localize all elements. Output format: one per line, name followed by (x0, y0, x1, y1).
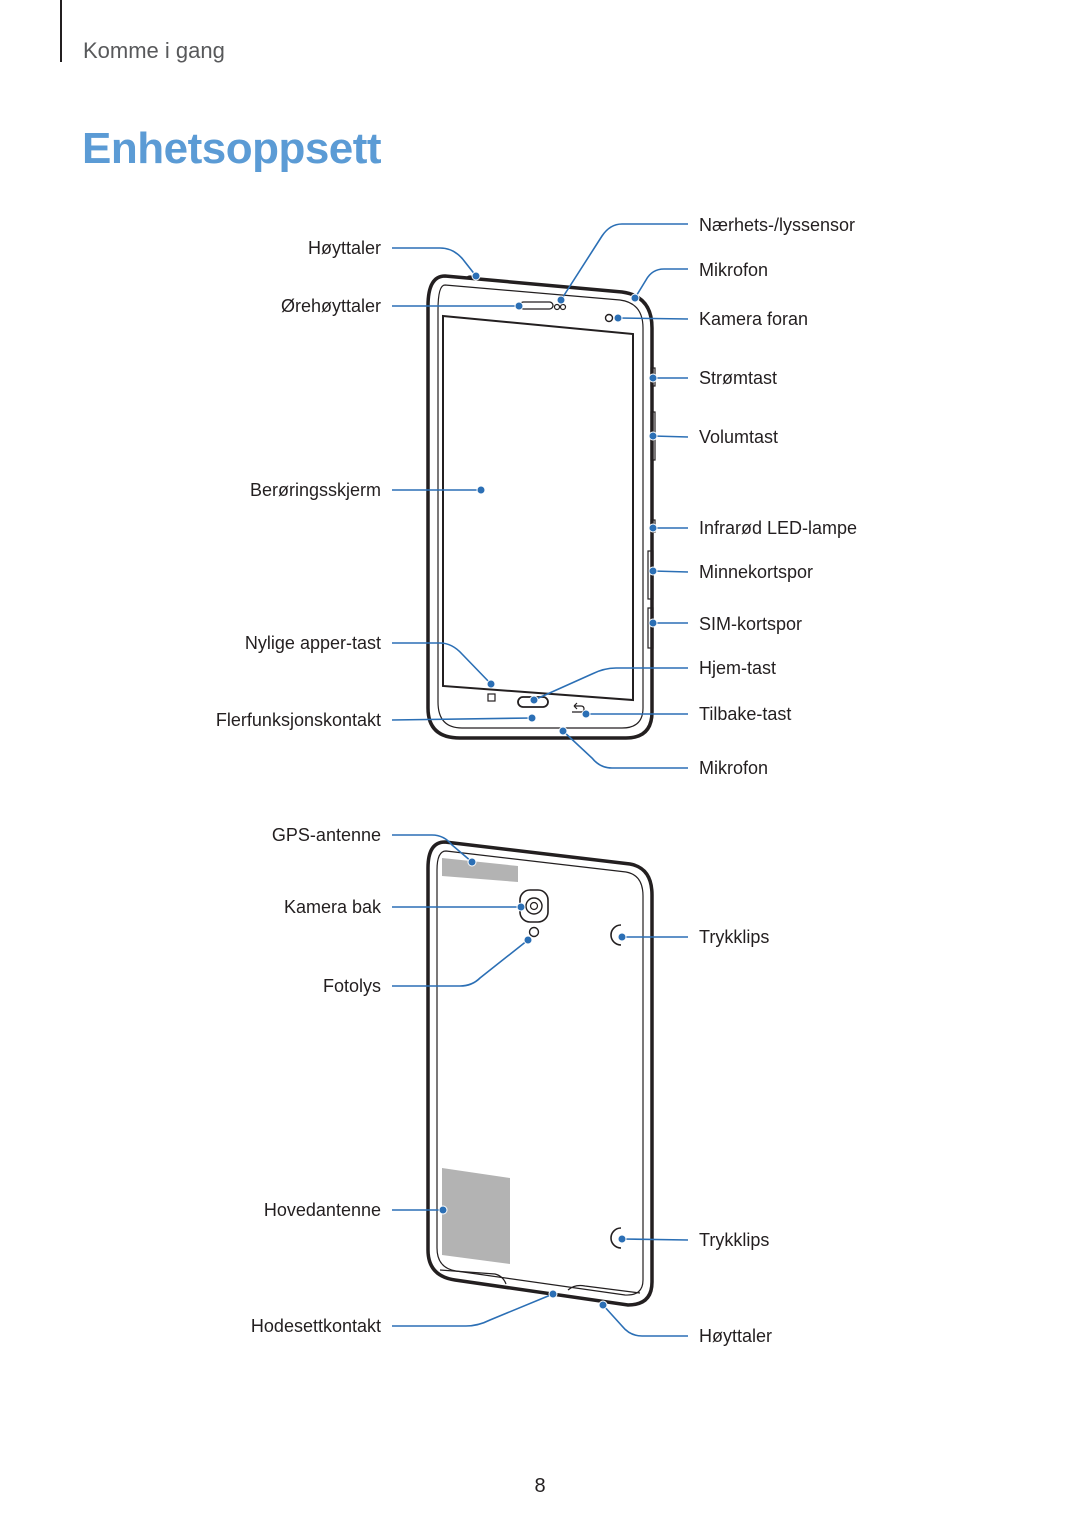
dot-mic-bottom (558, 726, 568, 736)
label-gps: GPS-antenne (271, 825, 381, 845)
label-rear-camera: Kamera bak (283, 897, 381, 917)
label-memory-slot: Minnekortspor (699, 562, 814, 582)
label-front-camera: Kamera foran (699, 309, 809, 329)
touchscreen (442, 314, 634, 702)
dot-speaker-bottom (598, 1300, 608, 1310)
dot-power-key (648, 373, 658, 383)
dot-recent-key (486, 679, 496, 689)
dot-touchscreen (476, 485, 486, 495)
label-earpiece: Ørehøyttaler (280, 296, 381, 316)
dot-proximity-sensor (556, 295, 566, 305)
label-power-key: Strømtast (699, 368, 778, 388)
back-key-shape (572, 702, 585, 713)
dot-earpiece (514, 301, 524, 311)
section-title: Komme i gang (83, 38, 225, 63)
dot-clip-top (617, 932, 627, 942)
label-clip-top: Trykklips (699, 927, 770, 947)
dot-volume-key (648, 431, 658, 441)
label-headset-jack: Hodesettkontakt (250, 1316, 381, 1336)
label-speaker-bottom: Høyttaler (699, 1326, 773, 1346)
label-back-key: Tilbake-tast (699, 704, 792, 724)
dot-speaker-top (471, 271, 481, 281)
dot-main-antenna (438, 1205, 448, 1215)
label-proximity-sensor: Nærhets-/lyssensor (699, 215, 856, 235)
callout-lines (391, 223, 689, 1337)
clip-bottom-shape (610, 1227, 622, 1249)
dot-front-camera (613, 313, 623, 323)
gps-antenna-area (442, 858, 518, 882)
sim-slot-shape (647, 607, 654, 649)
page-title: Enhetsoppsett (82, 124, 382, 173)
clip-top-shape (610, 924, 622, 946)
flash-ring (528, 926, 540, 938)
label-touchscreen: Berøringsskjerm (249, 480, 381, 500)
header-rule (60, 0, 62, 62)
label-flash: Fotolys (322, 976, 381, 996)
label-main-antenna: Hovedantenne (263, 1200, 381, 1220)
dot-headset-jack (548, 1289, 558, 1299)
dot-sim-slot (648, 618, 658, 628)
label-speaker-top: Høyttaler (307, 238, 381, 258)
label-clip-bottom: Trykklips (699, 1230, 770, 1250)
dot-gps (467, 857, 477, 867)
label-sim-slot: SIM-kortspor (699, 614, 803, 634)
label-recent-key: Nylige apper-tast (244, 633, 381, 653)
label-home-key: Hjem-tast (699, 658, 777, 678)
front-device (426, 274, 656, 740)
label-volume-key: Volumtast (699, 427, 779, 447)
page-number: 8 (534, 1475, 546, 1497)
dot-back-key (581, 709, 591, 719)
dot-flash (523, 935, 533, 945)
back-device (426, 840, 654, 1307)
dot-clip-bottom (617, 1234, 627, 1244)
label-mic-top: Mikrofon (699, 260, 769, 280)
earpiece-slot (519, 301, 554, 310)
label-multipurpose-jack: Flerfunksjonskontakt (215, 710, 381, 730)
dot-ir-led (648, 523, 658, 533)
dot-home-key (529, 695, 539, 705)
main-antenna-area (442, 1168, 510, 1264)
dot-memory-slot (648, 566, 658, 576)
dot-multipurpose-jack (527, 713, 537, 723)
label-mic-bottom: Mikrofon (699, 758, 769, 778)
front-camera-lens (604, 313, 614, 323)
label-ir-led: Infrarød LED-lampe (699, 518, 858, 538)
dot-mic-top (630, 293, 640, 303)
recent-key-shape (487, 693, 496, 702)
dot-rear-camera (516, 902, 526, 912)
